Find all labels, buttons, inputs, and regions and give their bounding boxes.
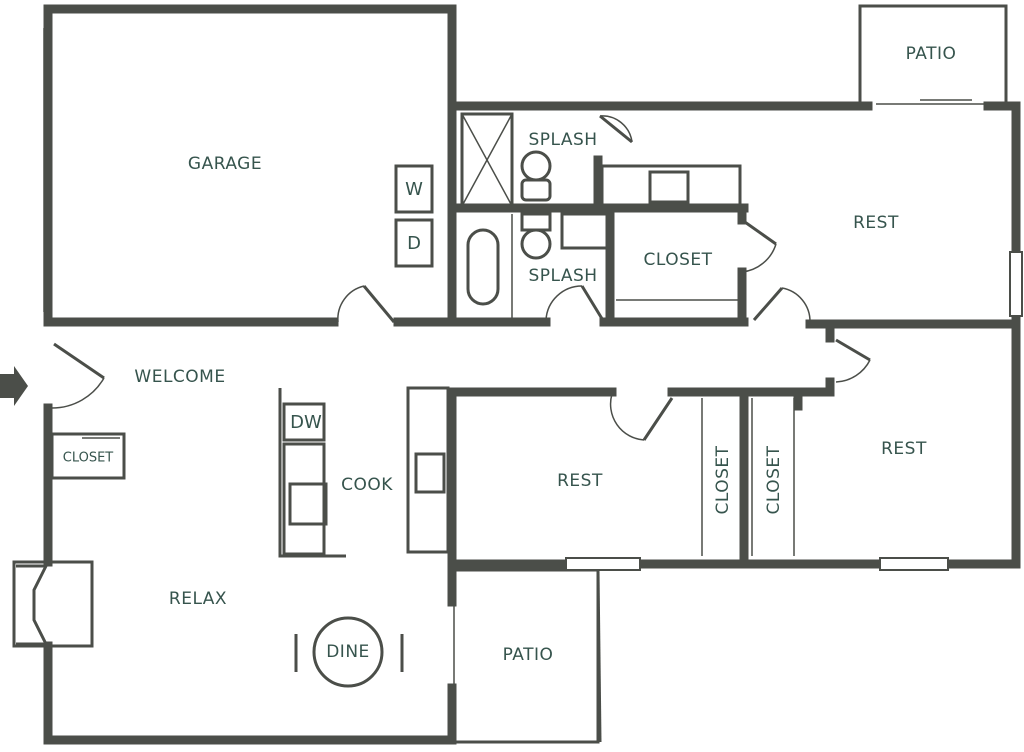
label-dryer: D — [407, 233, 421, 254]
label-rest-right: REST — [881, 439, 927, 459]
label-dishwasher: DW — [290, 412, 322, 433]
label-patio-bottom: PATIO — [503, 645, 554, 665]
label-splash-bottom: SPLASH — [528, 266, 597, 286]
label-washer: W — [405, 179, 423, 200]
label-closet-vert-2: CLOSET — [764, 445, 784, 514]
label-cook: COOK — [341, 475, 393, 495]
label-welcome: WELCOME — [134, 367, 225, 387]
label-closet-entry: CLOSET — [63, 451, 114, 466]
label-closet-hall: CLOSET — [643, 250, 712, 270]
label-relax: RELAX — [169, 589, 227, 609]
entry-arrow-icon — [0, 366, 28, 406]
label-closet-vert-1: CLOSET — [713, 445, 733, 514]
details — [12, 28, 1023, 688]
label-patio-top: PATIO — [906, 44, 957, 64]
label-rest-middle: REST — [557, 471, 603, 491]
label-dine: DINE — [326, 642, 370, 662]
label-splash-top: SPLASH — [528, 130, 597, 150]
label-rest-top: REST — [853, 213, 899, 233]
label-garage: GARAGE — [188, 154, 262, 174]
